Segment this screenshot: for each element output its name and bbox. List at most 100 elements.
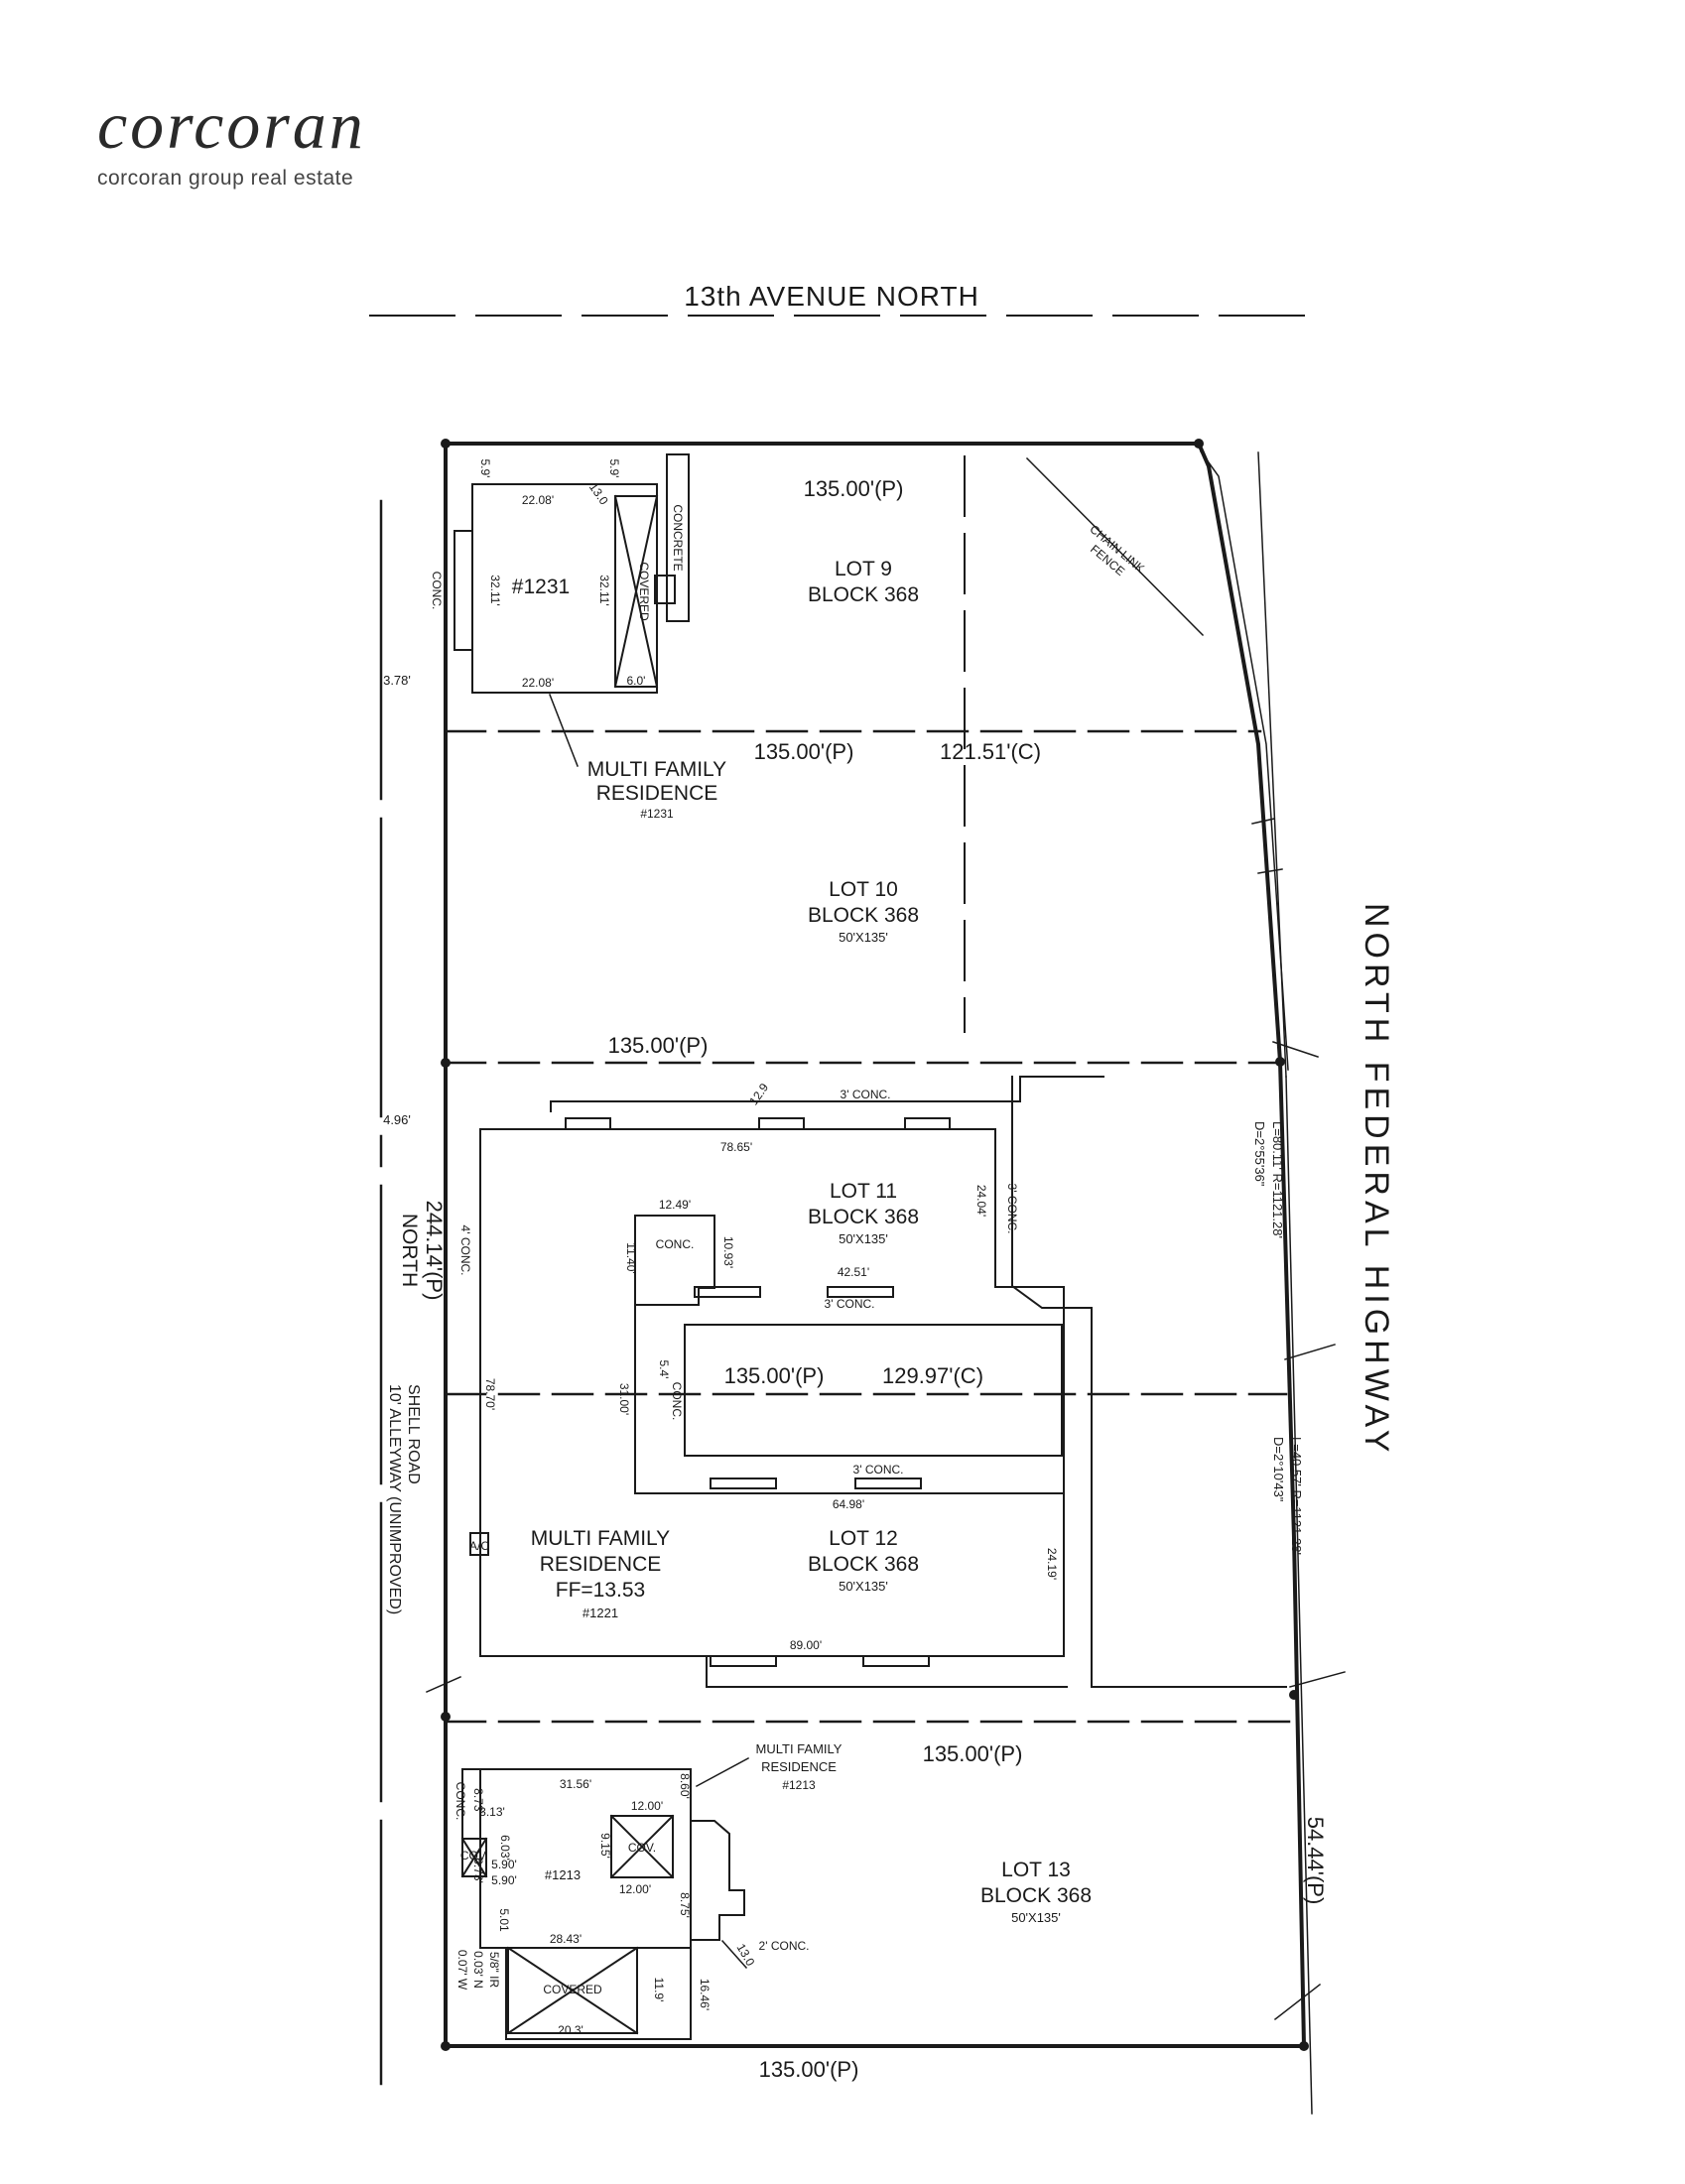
- concrete-label-1231: CONCRETE: [671, 504, 685, 571]
- dim-1221-1093: 10.93': [721, 1236, 735, 1268]
- lot-10-number: LOT 10: [829, 878, 898, 901]
- dim-1213-590a: 5.90': [491, 1858, 517, 1871]
- dim-1213-2843: 28.43': [550, 1932, 582, 1946]
- logo-tagline: corcoran group real estate: [97, 167, 354, 190]
- dim-1221-2419: 24.19': [1045, 1548, 1059, 1580]
- dim-bottom-line: 135.00'(P): [759, 2057, 859, 2082]
- iron-rod-offset-w: 0.07' W: [455, 1950, 469, 1991]
- dim-top-line: 135.00'(P): [804, 476, 904, 501]
- dim-1213-873b: 6.73': [471, 1858, 485, 1883]
- conc-label-1231: CONC.: [430, 572, 444, 610]
- dim-1213-1200b: 12.00': [619, 1882, 651, 1896]
- dim-1213-873a: 8.73': [471, 1788, 485, 1814]
- curve-data: L=80.11' R=1121.28' D=2°55'36" L=40.57' …: [1252, 1121, 1304, 1555]
- alley-label-line2: SHELL ROAD: [405, 1384, 422, 1484]
- dim-1213-915: 9.15': [598, 1833, 612, 1859]
- lot-11-number: LOT 11: [830, 1180, 897, 1203]
- dim-1213-203: 20.3': [558, 2023, 583, 2037]
- building-1231-number: #1231: [512, 576, 570, 598]
- curve-2-length-radius: L=40.57' R=1121.28': [1289, 1437, 1304, 1555]
- dim-1221-129: 12.9: [746, 1081, 771, 1107]
- dim-1231-top: 22.08': [522, 493, 554, 507]
- lot-12-size: 50'X135': [839, 1579, 888, 1594]
- logo-wordmark: corcoran: [97, 87, 366, 163]
- building-1231-label-line3: #1231: [640, 807, 674, 821]
- dim-1231-right: 32.11': [597, 575, 611, 605]
- dim-1231-bottom: 22.08': [522, 676, 554, 690]
- dim-1213-875: 8.75': [678, 1892, 692, 1918]
- building-1213-label-line2: RESIDENCE: [761, 1759, 837, 1774]
- lot-10-size: 50'X135': [839, 930, 888, 945]
- dim-east-lot13: 54.44'(P): [1303, 1817, 1328, 1905]
- building-1213-number: #1213: [545, 1867, 581, 1882]
- building-1213-label-line3: #1213: [782, 1778, 816, 1792]
- iron-rod-offset-n: 0.03' N: [471, 1951, 485, 1989]
- dim-1231-6ft: 6.0': [627, 674, 646, 688]
- dim-1221-8900: 89.00': [790, 1638, 822, 1652]
- curve-1-delta: D=2°55'36": [1252, 1121, 1267, 1187]
- dim-1221-7865: 78.65': [720, 1140, 752, 1154]
- dim-west-north: NORTH: [398, 1214, 421, 1287]
- survey-ticks: [426, 1041, 1346, 2021]
- lot-11-block: BLOCK 368: [808, 1206, 919, 1228]
- dim-1213-3156: 31.56': [560, 1777, 591, 1791]
- street-north-federal-highway: NORTH FEDERAL HIGHWAY: [1358, 903, 1395, 1457]
- building-1231-labels: #1231 22.08' 22.08' 32.11' 32.11' COVERE…: [430, 459, 726, 821]
- building-1213: [460, 1768, 745, 2040]
- dim-lot11-12-calculated: 129.97'(C): [882, 1363, 983, 1388]
- cov-label-small: COV.: [460, 1849, 488, 1863]
- building-1213-label-line1: MULTI FAMILY: [756, 1741, 842, 1756]
- conc-label-1213: CONC.: [454, 1782, 467, 1821]
- building-1221-labels: MULTI FAMILY RESIDENCE FF=13.53 #1221 A/…: [458, 1081, 1059, 1652]
- building-1221-label-line1: MULTI FAMILY: [531, 1527, 670, 1550]
- lot-line-dimensions: 135.00'(P) 135.00'(P) 121.51'(C) 135.00'…: [383, 476, 1328, 2082]
- dim-1221-2404: 24.04': [974, 1185, 988, 1217]
- conc-3ft-bottom: 3' CONC.: [853, 1463, 904, 1477]
- dim-lot9-10-calculated: 121.51'(C): [940, 739, 1041, 764]
- dim-1221-54: 5.4': [657, 1360, 671, 1379]
- lot-12-block: BLOCK 368: [808, 1553, 919, 1576]
- street-13th-avenue: 13th AVENUE NORTH: [684, 281, 979, 312]
- iron-rod-label: 5/8" IR: [487, 1952, 501, 1989]
- dim-1213-1200a: 12.00': [631, 1799, 663, 1813]
- curve-2-delta: D=2°10'43": [1271, 1437, 1286, 1502]
- dim-1213-1646: 16.46': [698, 1979, 712, 2010]
- dim-1213-130: 13.0: [734, 1941, 758, 1969]
- conc-box-label: CONC.: [656, 1237, 695, 1251]
- dim-1221-6498: 64.98': [833, 1497, 864, 1511]
- property-corners: [441, 439, 1309, 2051]
- cov-label-center: COV.: [628, 1841, 656, 1855]
- dim-lot12-13: 135.00'(P): [923, 1741, 1023, 1766]
- dim-1231-5-9b: 5.9': [607, 459, 621, 478]
- leaders-1213: [695, 1756, 750, 1970]
- conc-2ft-label: 2' CONC.: [759, 1939, 810, 1953]
- dim-1213-860: 8.60': [678, 1773, 692, 1799]
- alley-label-line1: 10' ALLEYWAY (UNIMPROVED): [386, 1384, 403, 1614]
- building-1221: [469, 1076, 1287, 1688]
- fence-label: CHAIN LINK FENCE: [1087, 522, 1147, 578]
- conc-3ft-middle: 3' CONC.: [825, 1297, 875, 1311]
- dim-1213-313: 3.13': [479, 1805, 505, 1819]
- dim-1221-7870: 78.70': [483, 1378, 497, 1410]
- dim-west-offset-2: 4.96': [383, 1112, 411, 1127]
- leader-1231: [549, 694, 579, 767]
- lot-lines: [444, 729, 1296, 1724]
- building-1231-label-line2: RESIDENCE: [596, 782, 718, 805]
- dim-1213-603: 6.03': [498, 1835, 512, 1861]
- lot-13-number: LOT 13: [1001, 1859, 1071, 1881]
- building-1221-ff-elevation: FF=13.53: [556, 1579, 645, 1602]
- property-boundary: [444, 441, 1307, 2049]
- dim-1213-119: 11.9': [652, 1978, 666, 2002]
- curve-1-length-radius: L=80.11' R=1121.28': [1270, 1121, 1285, 1238]
- dim-1221-1249: 12.49': [659, 1198, 691, 1212]
- building-1231: [454, 453, 690, 694]
- building-1221-number: #1221: [583, 1606, 618, 1620]
- dim-1221-1140: 11.40': [624, 1242, 638, 1273]
- dim-1213-501: 5.01: [497, 1908, 511, 1932]
- lot-12-number: LOT 12: [829, 1527, 898, 1550]
- dim-west-offset-1: 3.78': [383, 673, 411, 688]
- dim-1221-4251: 42.51': [838, 1265, 869, 1279]
- chain-link-fence: [1025, 450, 1289, 1071]
- lot-13-size: 50'X135': [1011, 1910, 1061, 1925]
